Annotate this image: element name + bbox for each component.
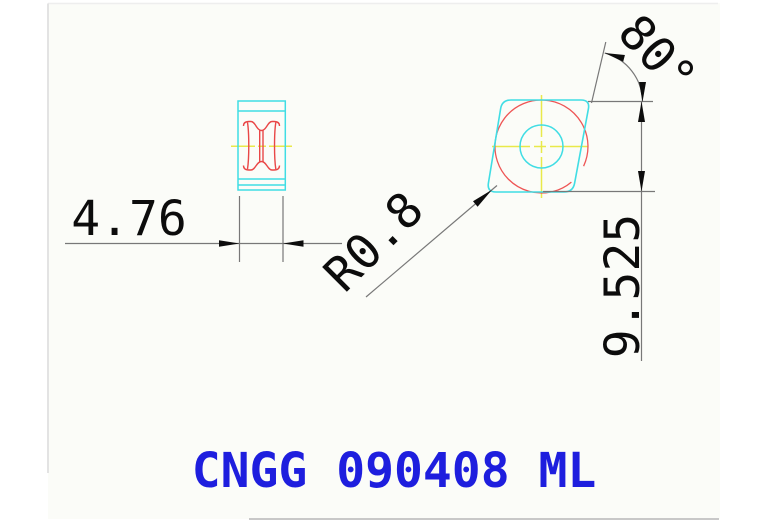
radius-leader-arrow [473,189,492,207]
radius-leader [365,185,498,298]
height-dimension-arrows [638,101,645,192]
width-dimension-arrows [219,240,304,247]
width-dimension [65,196,342,262]
width-dimension-label: 4.76 [71,191,187,247]
front-view-outline [237,100,287,191]
angle-dimension [590,41,646,104]
height-dimension-label: 9.525 [595,213,651,359]
top-view-centerlines [492,95,589,198]
top-view [487,95,590,198]
mounting-hole [519,124,564,169]
part-designation-title: CNGG 090408 ML [191,443,597,499]
angle-dimension-arrows [604,53,646,102]
chipbreaker-profile [242,120,281,171]
drawing-sheet [48,3,720,519]
front-view [231,100,292,191]
sheet-frame [47,2,719,520]
